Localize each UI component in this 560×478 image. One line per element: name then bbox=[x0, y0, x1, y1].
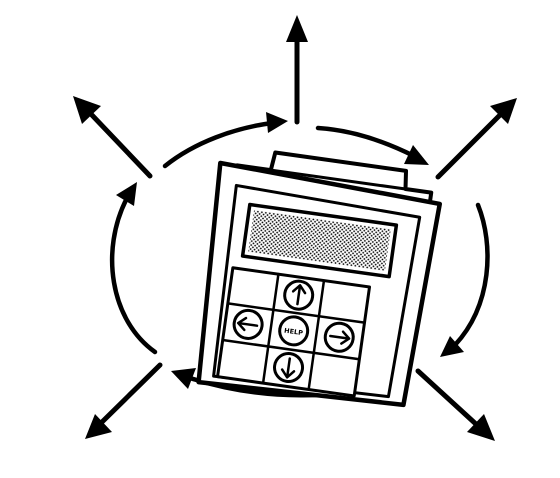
key-help bbox=[278, 315, 310, 347]
handheld-tester bbox=[196, 150, 443, 408]
rotation-arrow-right-side bbox=[440, 202, 490, 357]
rotation-arrow-left-clockwise bbox=[109, 182, 158, 355]
key-left-arrow-icon bbox=[232, 308, 264, 340]
radial-arrow-down-right bbox=[415, 368, 495, 441]
help-key-label: HELP bbox=[284, 327, 304, 338]
keypad bbox=[216, 266, 372, 398]
radial-arrow-down-left bbox=[85, 362, 163, 439]
rotation-arrow-right-clockwise bbox=[315, 125, 429, 165]
key-right-arrow-icon bbox=[323, 321, 355, 353]
rotation-arrow-top-clockwise bbox=[162, 112, 288, 169]
radial-arrow-up-left bbox=[73, 96, 153, 179]
radial-arrow-up bbox=[286, 15, 308, 125]
key-down-arrow-icon bbox=[273, 351, 305, 383]
radial-arrow-up-right bbox=[435, 98, 517, 180]
key-up-arrow-icon bbox=[283, 279, 315, 311]
